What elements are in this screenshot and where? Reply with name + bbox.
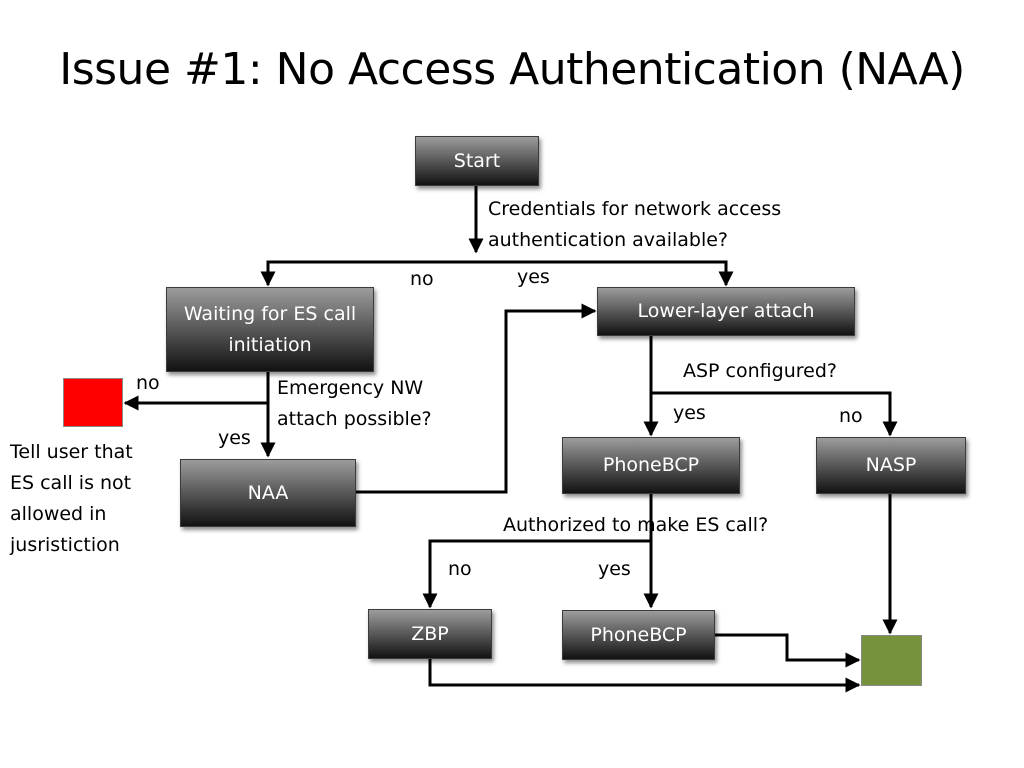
lower-layer-attach-label: Lower-layer attach [637, 300, 815, 322]
phonebcp-bottom-label: PhoneBCP [590, 623, 687, 646]
fail-square [63, 378, 123, 427]
asp-question: ASP configured? [683, 360, 837, 382]
credentials-no-label: no [410, 268, 434, 290]
credentials-question: Credentials for network access authentic… [488, 198, 782, 251]
not-allowed-note: Tell user that ES call is not allowed in… [10, 441, 133, 556]
emergency-no-label: no [136, 372, 160, 394]
phonebcp-top-node: PhoneBCP [562, 437, 740, 494]
authorized-no-label: no [448, 558, 472, 580]
nasp-node: NASP [816, 437, 966, 494]
success-square [861, 635, 922, 686]
credentials-yes-arrow [476, 260, 734, 287]
asp-no-arrow [651, 391, 898, 437]
nasp-node-label: NASP [865, 454, 917, 476]
credentials-yes-label: yes [517, 266, 550, 288]
start-node: Start [415, 136, 539, 186]
waiting-for-es-call-node: Waiting for ES call initiation [166, 287, 374, 372]
authorized-no-arrow [422, 539, 651, 609]
emergency-yes-label: yes [218, 427, 251, 449]
naa-to-attach-arrow [356, 303, 597, 494]
asp-yes-label: yes [673, 402, 706, 424]
authorized-yes-label: yes [598, 558, 631, 580]
naa-node: NAA [180, 459, 356, 527]
zbp-to-success-arrow [428, 659, 861, 693]
emergency-question: Emergency NW attach possible? [277, 377, 432, 430]
slide-title: Issue #1: No Access Authentication (NAA) [59, 44, 965, 95]
phonebcp-bottom-node: PhoneBCP [562, 610, 715, 660]
start-node-label: Start [453, 149, 501, 172]
phonebcp-to-success-arrow [715, 633, 861, 668]
lower-layer-attach-node: Lower-layer attach [597, 287, 855, 336]
zbp-node-label: ZBP [411, 622, 449, 645]
waiting-node-label: Waiting for ES call initiation [183, 302, 357, 356]
authorized-question: Authorized to make ES call? [503, 514, 769, 536]
naa-node-label: NAA [247, 481, 289, 504]
credentials-no-arrow [260, 260, 476, 287]
asp-no-label: no [839, 405, 863, 427]
phonebcp-top-label: PhoneBCP [602, 454, 700, 476]
zbp-node: ZBP [368, 609, 492, 659]
